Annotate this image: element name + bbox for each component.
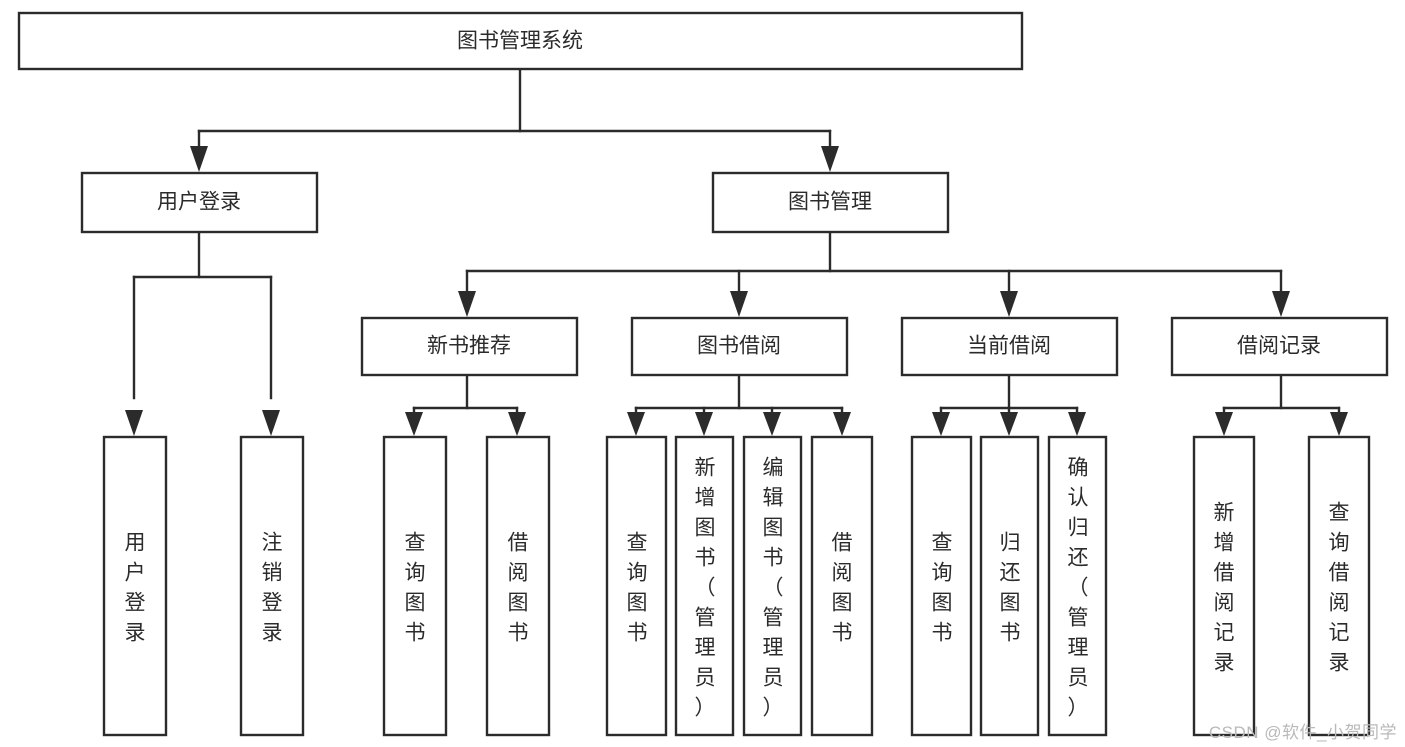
node-login[interactable]: 用户登录 [80,171,319,234]
csdn-watermark: CSDN @软件_小贺同学 [1208,723,1397,742]
node-current-label: 当前借阅 [967,335,1051,358]
arrow-head-leaf-2 [262,410,280,436]
node-bookmgmt[interactable]: 图书管理 [711,171,950,234]
leaf-node-2-box[interactable] [239,435,305,737]
leaf-node-10-label: 归还图书 [1000,531,1021,644]
arrow-head-leaf-12 [1215,412,1233,436]
arrow-head-leaf-10 [1000,412,1018,436]
leaf-node-4[interactable]: 借阅图书 [485,435,551,737]
node-records-label: 借阅记录 [1237,335,1321,358]
leaf-node-5-label: 查询图书 [627,531,648,644]
arrow-head-leaf-8 [833,412,851,436]
leaf-node-8-label: 借阅图书 [832,531,853,644]
leaf-node-1-label: 用户登录 [125,531,146,644]
node-login-box[interactable] [80,171,319,234]
leaf-node-11-box[interactable] [1047,435,1108,737]
node-root-box[interactable] [17,11,1024,71]
arrow-head-records [1272,291,1290,317]
leaf-node-13-box[interactable] [1307,435,1371,737]
node-current[interactable]: 当前借阅 [900,316,1119,377]
leaf-node-8-box[interactable] [810,435,874,737]
arrow-head-leaf-1 [125,410,143,436]
arrow-head-leaf-3 [405,412,423,436]
leaf-node-3[interactable]: 查询图书 [382,435,448,737]
node-current-box[interactable] [900,316,1119,377]
arrow-head-leaf-11 [1068,412,1086,436]
leaf-node-1-box[interactable] [102,435,168,737]
leaf-node-7-box[interactable] [742,435,803,737]
leaf-node-6[interactable]: 新增图书（管理员） [674,435,735,737]
node-records-box[interactable] [1170,316,1389,377]
arrow-head-to-login [190,146,208,172]
leaf-node-4-label: 借阅图书 [508,531,529,644]
leaf-node-7-label: 编辑图书（管理员） [763,456,784,719]
node-borrow-box[interactable] [630,316,849,377]
leaf-node-10-box[interactable] [979,435,1040,737]
node-borrow-label: 图书借阅 [697,335,781,358]
leaf-node-13-label: 查询借阅记录 [1329,501,1350,674]
leaf-node-9-label: 查询图书 [932,531,953,644]
leaf-node-9-box[interactable] [910,435,973,737]
node-newbook-label: 新书推荐 [427,335,511,358]
leaf-node-9[interactable]: 查询图书 [910,435,973,737]
arrow-head-leaf-4 [508,412,526,436]
arrow-head-leaf-9 [932,412,950,436]
leaf-node-7[interactable]: 编辑图书（管理员） [742,435,803,737]
leaf-node-8[interactable]: 借阅图书 [810,435,874,737]
node-login-label: 用户登录 [157,191,241,214]
leaf-node-10[interactable]: 归还图书 [979,435,1040,737]
arrow-head-leaf-6 [695,412,713,436]
leaf-node-3-label: 查询图书 [405,531,426,644]
leaf-node-3-box[interactable] [382,435,448,737]
node-newbook-box[interactable] [360,316,579,377]
arrow-head-leaf-5 [627,412,645,436]
leaf-node-5-box[interactable] [605,435,668,737]
leaf-node-12-label: 新增借阅记录 [1214,501,1235,674]
arrow-head-newbook [458,291,476,317]
leaf-node-12[interactable]: 新增借阅记录 [1192,435,1256,737]
leaf-node-2-label: 注销登录 [262,531,283,644]
leaf-node-13[interactable]: 查询借阅记录 [1307,435,1371,737]
node-bookmgmt-box[interactable] [711,171,950,234]
leaf-node-6-label: 新增图书（管理员） [695,456,716,719]
leaf-node-2[interactable]: 注销登录 [239,435,305,737]
node-records[interactable]: 借阅记录 [1170,316,1389,377]
leaf-node-11-label: 确认归还（管理员） [1068,456,1089,719]
node-root-label: 图书管理系统 [457,30,583,53]
leaf-node-6-box[interactable] [674,435,735,737]
node-borrow[interactable]: 图书借阅 [630,316,849,377]
leaf-node-4-box[interactable] [485,435,551,737]
leaf-node-5[interactable]: 查询图书 [605,435,668,737]
node-root[interactable]: 图书管理系统 [17,11,1024,71]
arrow-head-leaf-13 [1330,412,1348,436]
leaf-node-11[interactable]: 确认归还（管理员） [1047,435,1108,737]
leaf-node-1[interactable]: 用户登录 [102,435,168,737]
arrow-head-leaf-7 [763,412,781,436]
arrow-head-to-bookmgmt [821,146,839,172]
node-newbook[interactable]: 新书推荐 [360,316,579,377]
arrow-head-current [1000,291,1018,317]
leaf-node-12-box[interactable] [1192,435,1256,737]
arrow-head-borrow [730,291,748,317]
connector-layer [125,67,1348,436]
node-bookmgmt-label: 图书管理 [788,191,872,214]
